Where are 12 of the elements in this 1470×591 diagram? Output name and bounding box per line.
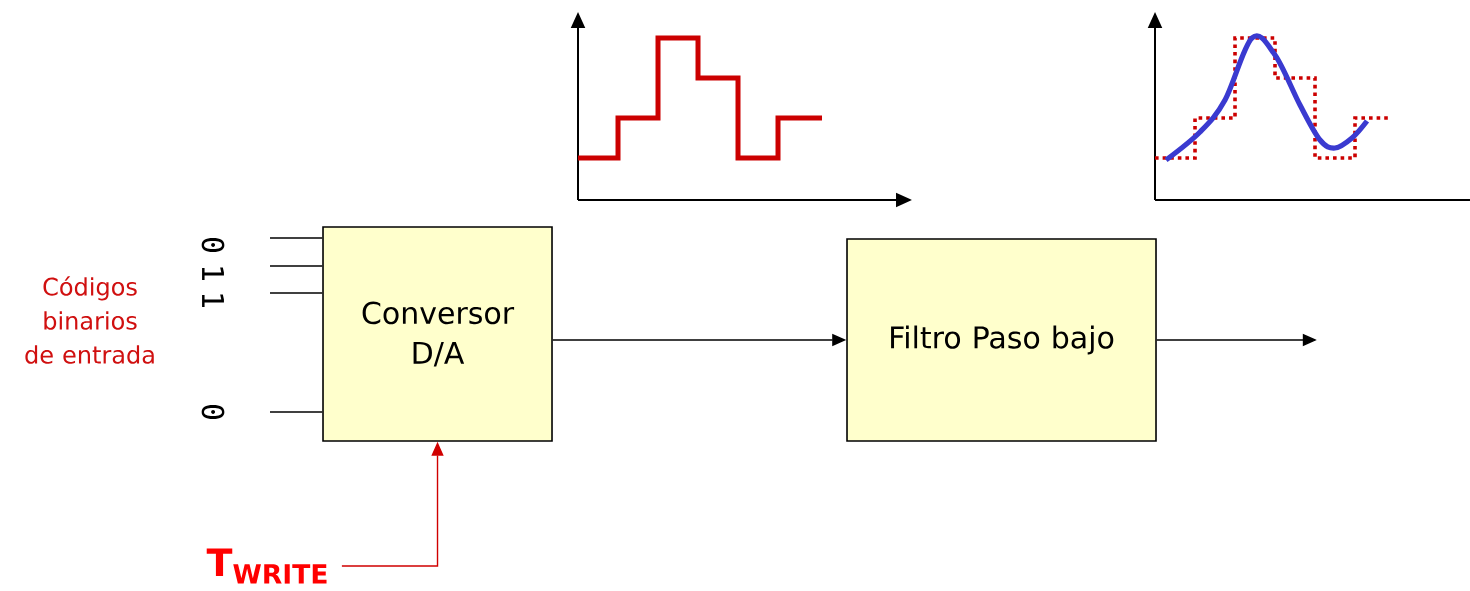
connector-line <box>269 237 323 239</box>
block-box: Conversor D/A <box>322 226 553 442</box>
connector-line <box>269 292 323 294</box>
bit-label: 1 <box>202 267 224 280</box>
connector-line <box>269 411 323 413</box>
block-box: Filtro Paso bajo <box>846 238 1157 442</box>
bit-label: 0 <box>201 237 225 253</box>
bit-label: 0 <box>201 404 225 420</box>
input-label: Códigos binarios de entrada <box>25 276 154 364</box>
signal-label: T$_{WRITE}$ <box>206 548 327 584</box>
bit-label: 1 <box>202 294 224 307</box>
connector-line <box>269 265 323 267</box>
